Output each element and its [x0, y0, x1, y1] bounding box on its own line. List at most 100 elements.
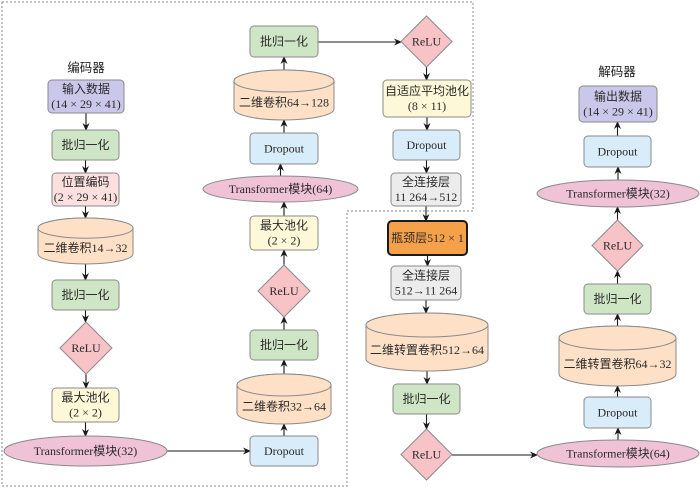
encoder-region-border	[1, 1, 474, 487]
conv2d-32-64-label-1: 二维卷积32→64	[242, 399, 326, 414]
bottleneck-box	[387, 220, 468, 256]
deconv2d-64-32-cylinder-top	[558, 325, 677, 351]
transformer-64-dec-label-1: Transformer模块(64)	[566, 447, 670, 461]
bottleneck-label-1: 瓶颈层512 × 1	[391, 231, 464, 245]
transformer-32-dec-label-1: Transformer模块(32)	[566, 187, 670, 201]
batchnorm-2-node: 批归一化	[51, 279, 120, 311]
transformer-64-dec-node: Transformer模块(64)	[536, 439, 700, 468]
batchnorm-2-label-1: 批归一化	[61, 287, 109, 302]
conv2d-64-128-node: 二维卷积64→128	[233, 69, 335, 121]
dropout-4-label-1: Dropout	[598, 406, 639, 420]
relu-5-diamond	[591, 219, 644, 272]
decoder-title: 解码器	[598, 65, 636, 79]
adaptive-avgpool-label-2: (8 × 11)	[408, 99, 446, 113]
maxpool-1-box	[51, 387, 120, 423]
conv2d-14-32-node: 二维卷积14→32	[37, 217, 134, 265]
batchnorm-6-node: 批归一化	[583, 283, 652, 315]
maxpool-1-node: 最大池化(2 × 2)	[51, 387, 120, 423]
transformer-32-dec-node: Transformer模块(32)	[536, 179, 700, 208]
relu-1-label-1: ReLU	[71, 341, 101, 355]
conv2d-32-64-cylinder-top	[236, 373, 332, 397]
dropout-3-box	[392, 129, 461, 161]
maxpool-2-label-1: 最大池化	[260, 219, 308, 233]
output-data-node: 输出数据(14 × 29 × 41)	[578, 85, 658, 123]
dropout-1-box	[249, 435, 319, 467]
maxpool-2-box	[249, 215, 319, 251]
transformer-64-enc-label-1: Transformer模块(64)	[229, 182, 333, 196]
relu-4-label-1: ReLU	[412, 448, 442, 462]
fc-512-11264-box	[390, 265, 462, 301]
output-data-box	[578, 85, 658, 123]
dropout-5-label-1: Dropout	[598, 145, 639, 159]
fc-512-11264-label-1: 全连接层	[402, 268, 450, 283]
relu-1-diamond	[59, 321, 113, 375]
maxpool-1-label-2: (2 × 2)	[69, 406, 102, 420]
transformer-32-dec-ellipse	[536, 179, 700, 208]
position-encoding-node: 位置编码(2 × 29 × 41)	[51, 172, 120, 207]
dropout-2-box	[249, 132, 319, 165]
relu-3-label-1: ReLU	[412, 35, 442, 49]
fc-512-11264-label-2: 512→11 264	[395, 284, 458, 298]
input-data-node: 输入数据(14 × 29 × 41)	[47, 79, 125, 114]
input-data-box	[47, 79, 125, 114]
deconv2d-512-64-cylinder-top	[365, 312, 489, 338]
batchnorm-1-label-1: 批归一化	[61, 137, 109, 152]
dropout-4-node: Dropout	[583, 396, 652, 429]
adaptive-avgpool-node: 自适应平均池化(8 × 11)	[382, 79, 472, 118]
batchnorm-4-label-1: 批归一化	[260, 34, 308, 49]
position-encoding-label-1: 位置编码	[61, 174, 109, 189]
relu-4-diamond	[400, 428, 453, 481]
relu-3-diamond	[400, 15, 453, 68]
dropout-5-node: Dropout	[583, 135, 652, 168]
transformer-64-dec-ellipse	[536, 439, 700, 468]
batchnorm-2-box	[51, 279, 120, 311]
batchnorm-1-node: 批归一化	[51, 129, 120, 161]
dropout-1-label-1: Dropout	[264, 444, 305, 458]
relu-5-label-1: ReLU	[603, 239, 633, 253]
transformer-64-enc-ellipse	[202, 175, 359, 203]
edges	[82, 38, 622, 459]
batchnorm-1-box	[51, 129, 120, 161]
relu-1-node: ReLU	[59, 321, 113, 375]
batchnorm-5-node: 批归一化	[392, 383, 461, 415]
relu-4-node: ReLU	[400, 428, 453, 481]
batchnorm-4-node: 批归一化	[249, 25, 319, 58]
encoder-title: 编码器	[67, 60, 105, 75]
transformer-32-enc-label-1: Transformer模块(32)	[34, 444, 138, 458]
relu-5-node: ReLU	[591, 219, 644, 272]
output-data-label-1: 输出数据	[594, 89, 642, 104]
deconv2d-64-32-node: 二维转置卷积64→32	[558, 325, 677, 387]
dropout-4-box	[583, 396, 652, 429]
batchnorm-3-label-1: 批归一化	[260, 337, 308, 352]
batchnorm-3-node: 批归一化	[249, 329, 319, 361]
conv2d-32-64-node: 二维卷积32→64	[236, 373, 332, 425]
dropout-2-label-1: Dropout	[264, 142, 305, 156]
dropout-5-box	[583, 135, 652, 168]
batchnorm-3-box	[249, 329, 319, 361]
maxpool-1-label-1: 最大池化	[61, 391, 109, 405]
deconv2d-512-64-node: 二维转置卷积512→64	[365, 312, 489, 372]
position-encoding-label-2: (2 × 29 × 41)	[54, 190, 118, 204]
conv2d-14-32-cylinder-top	[37, 217, 134, 239]
fc-11264-512-label-1: 全连接层	[402, 174, 450, 189]
transformer-64-enc-node: Transformer模块(64)	[202, 175, 359, 203]
deconv2d-64-32-label-1: 二维转置卷积64→32	[563, 356, 671, 371]
relu-2-label-1: ReLU	[269, 284, 299, 298]
batchnorm-4-box	[249, 25, 319, 58]
dropout-3-node: Dropout	[392, 129, 461, 161]
transformer-32-enc-ellipse	[3, 435, 168, 467]
fc-11264-512-label-2: 11 264→512	[395, 190, 458, 204]
input-data-label-2: (14 × 29 × 41)	[51, 97, 121, 111]
fc-11264-512-box	[390, 172, 462, 207]
bottleneck-node: 瓶颈层512 × 1	[387, 220, 468, 256]
relu-2-node: ReLU	[257, 264, 311, 318]
input-data-label-1: 输入数据	[62, 81, 110, 96]
dropout-2-node: Dropout	[249, 132, 319, 165]
maxpool-2-label-2: (2 × 2)	[268, 234, 301, 248]
dropout-3-label-1: Dropout	[407, 138, 448, 152]
adaptive-avgpool-box	[382, 79, 472, 118]
